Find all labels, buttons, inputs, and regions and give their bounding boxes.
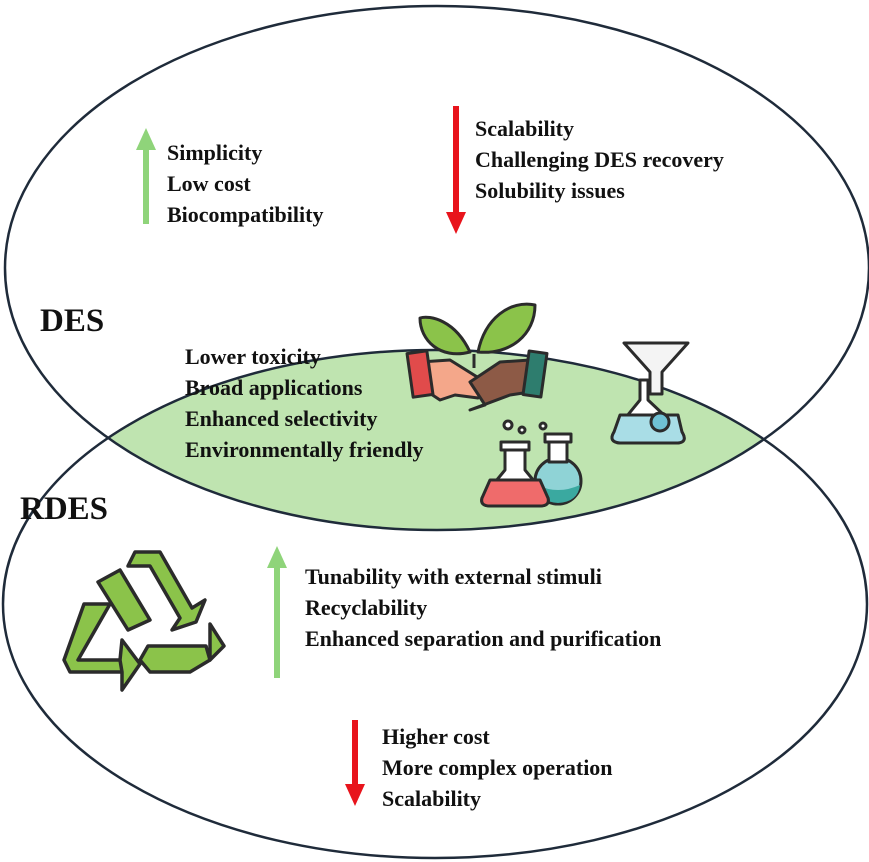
rdes-label: RDES — [20, 491, 108, 527]
rdes-disadvantage-item: Higher cost — [382, 724, 490, 749]
rdes-advantage-item: Tunability with external stimuli — [305, 564, 602, 589]
shared-item: Enhanced selectivity — [185, 406, 378, 431]
des-disadvantage-item: Scalability — [475, 116, 574, 141]
rdes-up-arrow — [267, 546, 287, 678]
recycle-icon — [62, 550, 226, 692]
des-ellipse — [3, 4, 869, 532]
rdes-disadvantage-item: More complex operation — [382, 755, 613, 780]
des-label: DES — [40, 303, 104, 339]
des-disadvantage-item: Solubility issues — [475, 178, 625, 203]
handshake-leaves-icon — [405, 302, 549, 412]
rdes-down-arrow — [345, 720, 365, 806]
overlap-region — [5, 350, 867, 530]
des-advantage-item: Biocompatibility — [167, 202, 323, 227]
des-down-arrow — [446, 106, 466, 234]
shared-item: Environmentally friendly — [185, 437, 424, 462]
rdes-advantage-item: Recyclability — [305, 595, 427, 620]
des-advantage-item: Low cost — [167, 171, 251, 196]
rdes-advantage-item: Enhanced separation and purification — [305, 626, 661, 651]
shared-item: Broad applications — [185, 375, 363, 400]
rdes-disadvantage-item: Scalability — [382, 786, 481, 811]
flasks-icon — [480, 419, 583, 508]
des-advantage-item: Simplicity — [167, 140, 262, 165]
rdes-ellipse — [1, 348, 869, 860]
des-up-arrow — [136, 128, 156, 224]
funnel-flask-icon — [610, 341, 690, 445]
des-disadvantage-item: Challenging DES recovery — [475, 147, 724, 172]
shared-item: Lower toxicity — [185, 344, 321, 369]
